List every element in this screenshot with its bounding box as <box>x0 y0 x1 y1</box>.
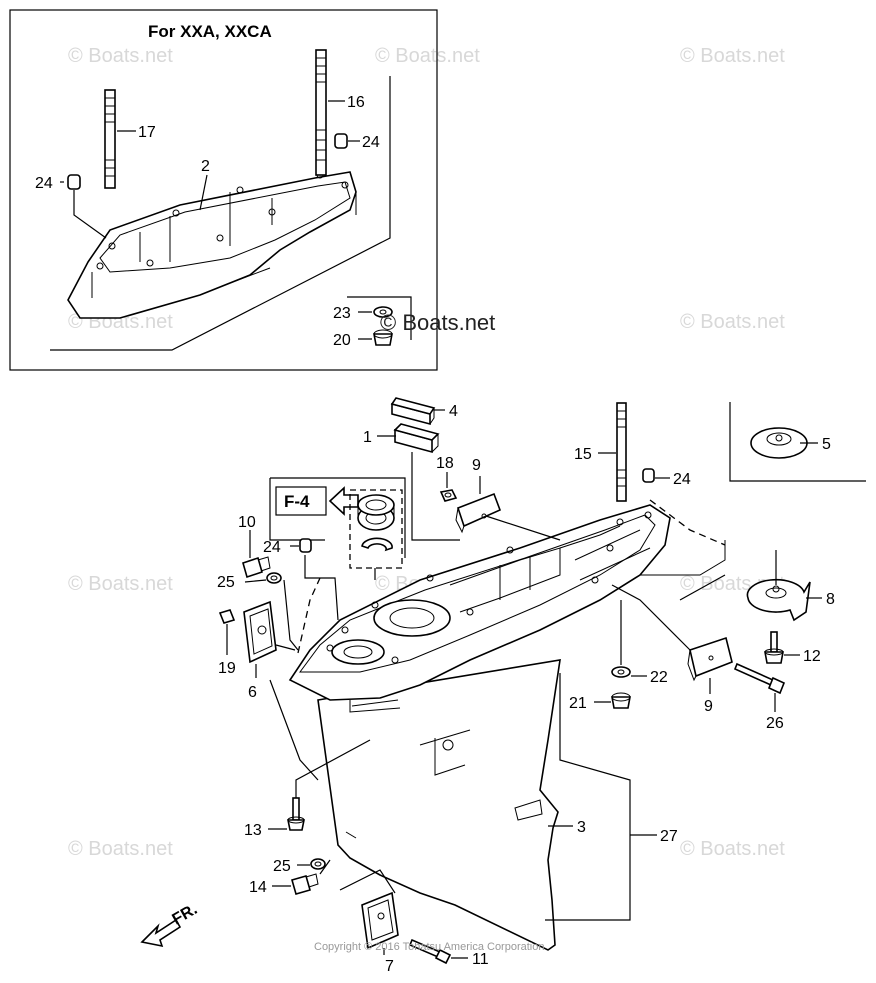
callout-23: 23 <box>333 305 351 322</box>
watermark: © Boats.net <box>68 45 173 67</box>
inset-panel: For XXA, XXCA <box>9 9 495 371</box>
callout-18: 18 <box>436 455 454 472</box>
cover-7-part: 7 <box>339 869 399 975</box>
callout-27: 27 <box>660 828 678 845</box>
watermark: © Boats.net <box>375 45 480 67</box>
callout-24: 24 <box>362 134 380 151</box>
callout-19: 19 <box>218 660 236 677</box>
plug-14-part: 25 14 <box>249 858 331 896</box>
watermark: © Boats.net <box>680 45 785 67</box>
callout-20: 20 <box>333 332 351 349</box>
washer-22-nut-21-part: 22 21 <box>569 600 668 712</box>
callout-15: 15 <box>574 446 592 463</box>
callout-14: 14 <box>249 879 267 896</box>
callout-5: 5 <box>822 436 831 453</box>
callout-12: 12 <box>803 648 821 665</box>
watermark: © Boats.net <box>68 573 173 595</box>
washer-nut-part <box>373 306 393 346</box>
f4-reference: F-4 <box>269 477 406 580</box>
watermark: © Boats.net <box>680 838 785 860</box>
callout-24: 24 <box>673 471 691 488</box>
nut-18-part: 18 <box>436 455 458 502</box>
gear-case-housing-part <box>67 171 357 319</box>
bolt-13-part: 13 <box>244 739 371 839</box>
callout-21: 21 <box>569 695 587 712</box>
stud-17-part <box>104 89 116 189</box>
watermark: © Boats.net <box>380 310 495 335</box>
callout-2: 2 <box>201 158 210 175</box>
cover-6-part: 19 6 <box>218 600 296 701</box>
callout-1: 1 <box>363 429 372 446</box>
stud-15-part: 15 24 <box>574 402 691 502</box>
f4-label: F-4 <box>284 492 310 511</box>
rubber-mount-part: 4 1 <box>363 397 460 541</box>
callout-22: 22 <box>650 669 668 686</box>
main-assembly: F-4 4 1 <box>140 397 835 975</box>
callout-17: 17 <box>138 124 156 141</box>
plug-10-part: 10 25 24 <box>217 514 339 651</box>
watermark: © Boats.net <box>680 311 785 333</box>
part-5-detail: 5 <box>729 402 866 482</box>
callout-25: 25 <box>273 858 291 875</box>
callout-11: 11 <box>472 951 489 968</box>
anode-9-lower-part: 9 <box>611 584 733 715</box>
front-direction-indicator: FR. <box>140 901 200 948</box>
callout-4: 4 <box>449 403 458 420</box>
stud-16-part <box>315 49 327 176</box>
callout-10: 10 <box>238 514 256 531</box>
inset-title: For XXA, XXCA <box>148 22 272 41</box>
gear-case-part <box>288 504 726 951</box>
callout-3: 3 <box>577 819 586 836</box>
callout-26: 26 <box>766 715 784 732</box>
callout-24: 24 <box>263 539 281 556</box>
bolt-11-part: 11 <box>408 938 489 968</box>
callout-13: 13 <box>244 822 262 839</box>
anode-9-upper-part: 9 <box>455 457 561 541</box>
trim-tab-8-part: 8 <box>746 550 835 622</box>
callout-8: 8 <box>826 591 835 608</box>
callout-24: 24 <box>35 175 53 192</box>
callout-6: 6 <box>248 684 257 701</box>
copyright-notice: Copyright © 2016 Tohatsu America Corpora… <box>314 941 544 953</box>
dowel-pin-part <box>67 133 348 190</box>
callout-9: 9 <box>704 698 713 715</box>
watermark: © Boats.net <box>68 838 173 860</box>
bolt-26-part: 26 <box>733 662 786 732</box>
callout-9: 9 <box>472 457 481 474</box>
bolt-12-part: 12 <box>764 631 821 665</box>
callout-16: 16 <box>347 94 365 111</box>
callout-7: 7 <box>385 958 394 975</box>
callout-25: 25 <box>217 574 235 591</box>
inset-frame <box>9 9 438 371</box>
